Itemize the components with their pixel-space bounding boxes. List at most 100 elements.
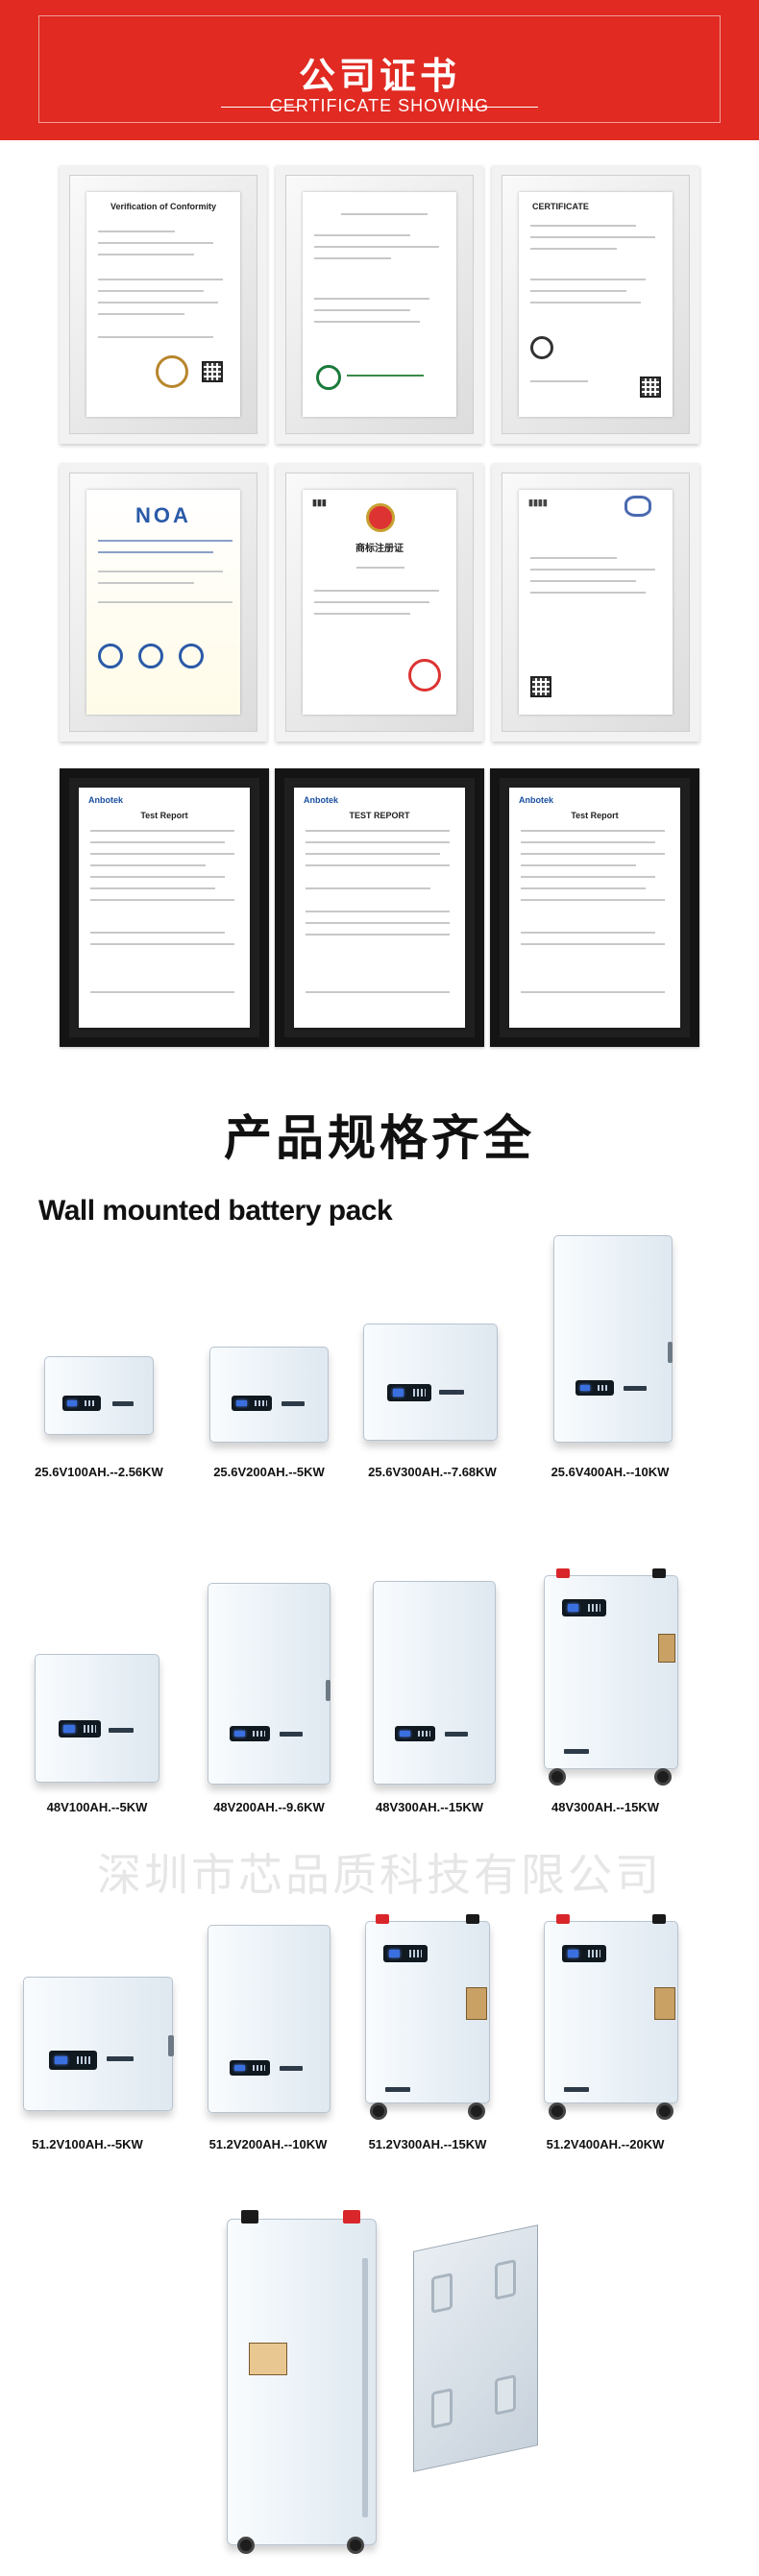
seal-icon (316, 365, 341, 390)
certificate-paper: Verification of Conformity (86, 192, 240, 417)
brand-logo (564, 2087, 589, 2092)
display-screen (383, 1945, 428, 1962)
wheel (654, 1768, 672, 1786)
text-line (98, 290, 204, 292)
text-line (90, 876, 225, 878)
text-line (530, 569, 655, 571)
positive-terminal (376, 1914, 389, 1924)
text-line (90, 841, 225, 843)
brand-logo (109, 1728, 134, 1733)
text-line (306, 991, 450, 993)
certificate-frame: CERTIFICATE (492, 165, 699, 444)
text-line (306, 841, 450, 843)
brand-logo (624, 1386, 647, 1391)
text-line (306, 922, 450, 924)
text-line (314, 590, 439, 592)
battery-product (363, 1324, 498, 1441)
battery-product (208, 1583, 331, 1785)
text-line (90, 887, 215, 889)
text-line (98, 242, 213, 244)
brand-logo (439, 1390, 464, 1395)
positive-terminal (556, 1914, 570, 1924)
certificate-frame: Verification of Conformity (60, 165, 267, 444)
product-label: 25.6V100AH.--2.56KW (35, 1465, 163, 1479)
positive-terminal (343, 2210, 360, 2224)
certificate-frame: Anbotek TEST REPORT (275, 768, 484, 1047)
text-line (341, 213, 428, 215)
certificate-frame: ▮▮▮ 商标注册证 (276, 463, 483, 741)
certificate-frame: Anbotek Test Report (490, 768, 699, 1047)
mount-slot (495, 2259, 516, 2300)
certificate-paper: CERTIFICATE (519, 192, 673, 417)
text-line (530, 248, 617, 250)
text-line (90, 864, 206, 866)
certificate-frame: Anbotek Test Report (60, 768, 269, 1047)
text-line (90, 899, 234, 901)
brand-logo (280, 2066, 303, 2071)
text-line (530, 290, 626, 292)
text-line (521, 991, 665, 993)
text-line (90, 830, 234, 832)
seal-icon (138, 644, 163, 668)
wheel (347, 2537, 364, 2554)
certificate-logo: ▮▮▮▮ (528, 498, 548, 507)
certificate-title: TEST REPORT (349, 811, 410, 820)
text-line (530, 557, 617, 559)
certificate-paper: ▮▮▮▮ (519, 490, 673, 715)
negative-terminal (241, 2210, 258, 2224)
text-line (347, 375, 424, 377)
text-line (530, 279, 646, 280)
battery-product (23, 1977, 174, 2111)
text-line (90, 932, 225, 934)
product-label: 51.2V200AH.--10KW (208, 2137, 328, 2151)
product-label: 51.2V300AH.--15KW (368, 2137, 487, 2151)
text-line (314, 257, 391, 259)
text-line (98, 582, 194, 584)
certificate-title: Test Report (140, 811, 188, 820)
handle (326, 1680, 331, 1701)
product-label: 51.2V100AH.--5KW (32, 2137, 143, 2151)
wheel (237, 2537, 255, 2554)
seal-icon (179, 644, 204, 668)
text-line (314, 309, 410, 311)
product-label: 48V300AH.--15KW (376, 1800, 483, 1814)
text-line (306, 830, 450, 832)
text-line (530, 225, 636, 227)
battery-product (544, 1914, 678, 2120)
seal-icon (408, 659, 441, 692)
divider (461, 107, 538, 108)
certificate-frame: ▮▮▮▮ (492, 463, 699, 741)
certificate-title: Verification of Conformity (110, 202, 216, 211)
handle (168, 2035, 174, 2056)
negative-terminal (652, 1568, 666, 1578)
text-line (314, 613, 410, 615)
text-line (530, 302, 641, 304)
text-line (521, 932, 655, 934)
page-title: 公司证书 (298, 55, 460, 97)
side-handle (658, 1634, 675, 1663)
text-line (530, 380, 588, 382)
wheel (370, 2102, 387, 2120)
divider (221, 107, 298, 108)
display-screen (230, 1726, 270, 1741)
text-line (306, 853, 440, 855)
battery-product (227, 2210, 377, 2554)
certificate-paper: Anbotek Test Report (79, 788, 250, 1028)
text-line (521, 864, 636, 866)
text-line (98, 302, 218, 304)
battery-product (365, 1914, 490, 2120)
certificate-logo: ▮▮▮ (312, 498, 327, 507)
battery-product (209, 1347, 329, 1443)
certificate-logo: Anbotek (304, 795, 338, 805)
display-screen (59, 1720, 101, 1738)
seal-icon (98, 644, 123, 668)
text-line (314, 234, 410, 236)
text-line (306, 887, 430, 889)
text-line (521, 887, 646, 889)
certificate-paper: NOA (86, 490, 240, 715)
battery-product (544, 1568, 678, 1786)
certificate-title: 商标注册证 (355, 544, 404, 554)
edge-rail (362, 2258, 368, 2517)
display-screen (562, 1945, 606, 1962)
section-title: 产品规格齐全 (224, 1110, 535, 1166)
